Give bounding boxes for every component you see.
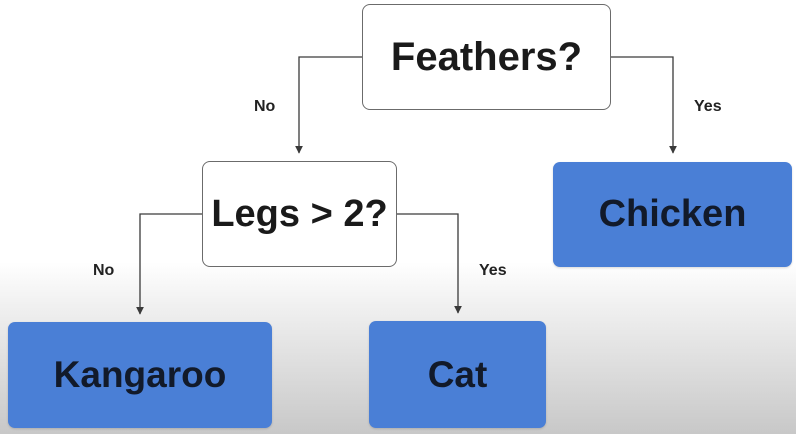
edge-label-feathers-yes: Yes — [694, 98, 722, 115]
edge-label-legs-no: No — [93, 262, 115, 279]
edge-label-feathers-no: No — [254, 98, 276, 115]
edge-feathers-no — [295, 56, 362, 154]
edge-legs-yes — [397, 213, 462, 314]
edge-label-legs-yes: Yes — [479, 262, 507, 279]
leaf-label-kangaroo: Kangaroo — [53, 354, 227, 395]
edge-feathers-yes — [611, 56, 677, 154]
leaf-node-kangaroo: Kangaroo — [8, 322, 272, 428]
question-node-feathers: Feathers? — [362, 4, 611, 110]
leaf-label-cat: Cat — [427, 353, 488, 395]
leaf-node-chicken: Chicken — [553, 162, 792, 267]
question-label-feathers: Feathers? — [390, 34, 583, 79]
leaf-label-chicken: Chicken — [598, 193, 747, 235]
question-label-legs: Legs > 2? — [211, 192, 388, 235]
leaf-node-cat: Cat — [369, 321, 546, 428]
question-node-legs: Legs > 2? — [202, 161, 397, 267]
edge-legs-no — [136, 213, 202, 315]
